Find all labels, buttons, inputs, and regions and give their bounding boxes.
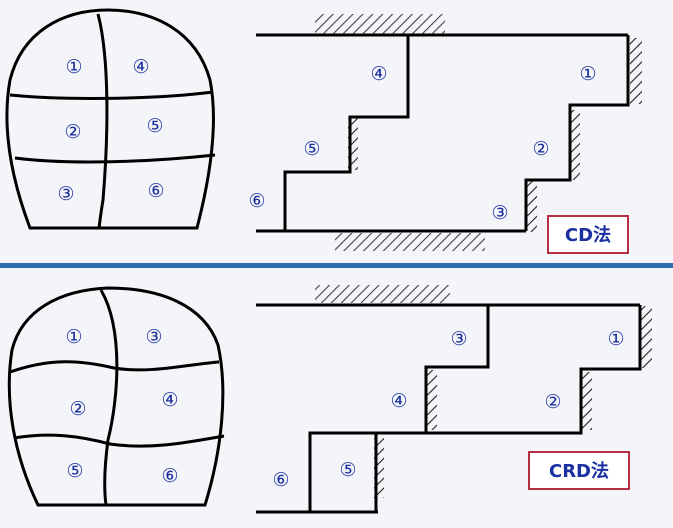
crd-bench-label-6: ⑥: [272, 469, 289, 491]
cd-tunnel-label-6: ⑥: [147, 180, 164, 202]
crd-tunnel-outline: [7, 286, 225, 507]
crd-face-hatch-4: [427, 370, 437, 430]
cd-bench-label-5: ⑤: [303, 138, 320, 160]
crd-bench-label-1: ①: [607, 328, 624, 350]
cd-tunnel-label-4: ④: [132, 56, 149, 78]
cd-bench-label-3: ③: [491, 202, 508, 224]
cd-tunnel-section: ① ② ③ ④ ⑤ ⑥: [5, 8, 216, 230]
cd-bench-profile: ④ ① ⑤ ② ⑥ ③ CD法: [248, 14, 642, 254]
crd-tunnel-label-2: ②: [69, 398, 86, 420]
crd-bench-label-5: ⑤: [339, 459, 356, 481]
crd-middle-wall: [424, 305, 490, 433]
cd-tunnel-lower-divider: [14, 153, 216, 164]
crd-tunnel-label-4: ④: [161, 389, 178, 411]
cd-ground-hatch-bottom: [335, 233, 485, 251]
cd-bench-label-2: ②: [532, 138, 549, 160]
crd-bench-label-3: ③: [450, 328, 467, 350]
panel-cd: ① ② ③ ④ ⑤ ⑥ ④ ① ⑤ ② ⑥ ③: [5, 8, 642, 254]
crd-bench-profile: ③ ① ④ ② ⑥ ⑤ CRD法: [256, 285, 652, 514]
cd-face-hatch-1: [630, 38, 642, 104]
crd-ground-hatch-top: [315, 285, 450, 303]
crd-tunnel-label-5: ⑤: [66, 460, 83, 482]
cd-face-hatch-5: [348, 118, 358, 170]
cd-face-hatch-2: [570, 110, 580, 180]
cd-tunnel-vertical-divider: [96, 13, 109, 229]
crd-tunnel-vertical-divider: [99, 289, 119, 506]
cd-bench-label-4: ④: [370, 63, 387, 85]
crd-right-step: [376, 305, 642, 435]
crd-tunnel-label-3: ③: [145, 326, 162, 348]
crd-face-hatch-5: [374, 438, 384, 498]
crd-face-hatch-2: [582, 372, 592, 430]
cd-method-tag: CD法: [547, 215, 629, 254]
crd-tunnel-lower-divider: [13, 433, 225, 448]
cd-tunnel-upper-divider: [9, 90, 214, 100]
crd-bench-label-4: ④: [390, 390, 407, 412]
cd-ground-hatch-top: [315, 14, 445, 34]
cd-middle-wall: [283, 35, 410, 231]
cd-bench-label-6: ⑥: [248, 190, 265, 212]
crd-bench-label-2: ②: [544, 391, 561, 413]
cd-tunnel-label-2: ②: [64, 121, 81, 143]
crd-method-label: CRD法: [549, 460, 609, 482]
crd-tunnel-label-6: ⑥: [161, 465, 178, 487]
cd-method-label: CD法: [565, 224, 611, 246]
crd-lower-step: [308, 431, 378, 512]
crd-face-hatch-1: [641, 306, 652, 368]
cd-face-hatch-3: [527, 180, 537, 232]
cd-right-step: [524, 35, 630, 231]
panel-divider: [0, 263, 673, 268]
panel-crd: ① ② ⑤ ③ ④ ⑥ ③ ① ④ ② ⑥ ⑤: [7, 285, 652, 514]
cd-tunnel-label-5: ⑤: [146, 115, 163, 137]
crd-tunnel-label-1: ①: [65, 326, 82, 348]
cd-tunnel-label-3: ③: [57, 183, 74, 205]
crd-method-tag: CRD法: [528, 451, 630, 490]
cd-tunnel-outline: [5, 8, 216, 230]
cd-bench-label-1: ①: [579, 63, 596, 85]
cd-tunnel-label-1: ①: [65, 56, 82, 78]
crd-tunnel-section: ① ② ⑤ ③ ④ ⑥: [7, 286, 225, 507]
crd-tunnel-upper-divider: [9, 360, 220, 374]
